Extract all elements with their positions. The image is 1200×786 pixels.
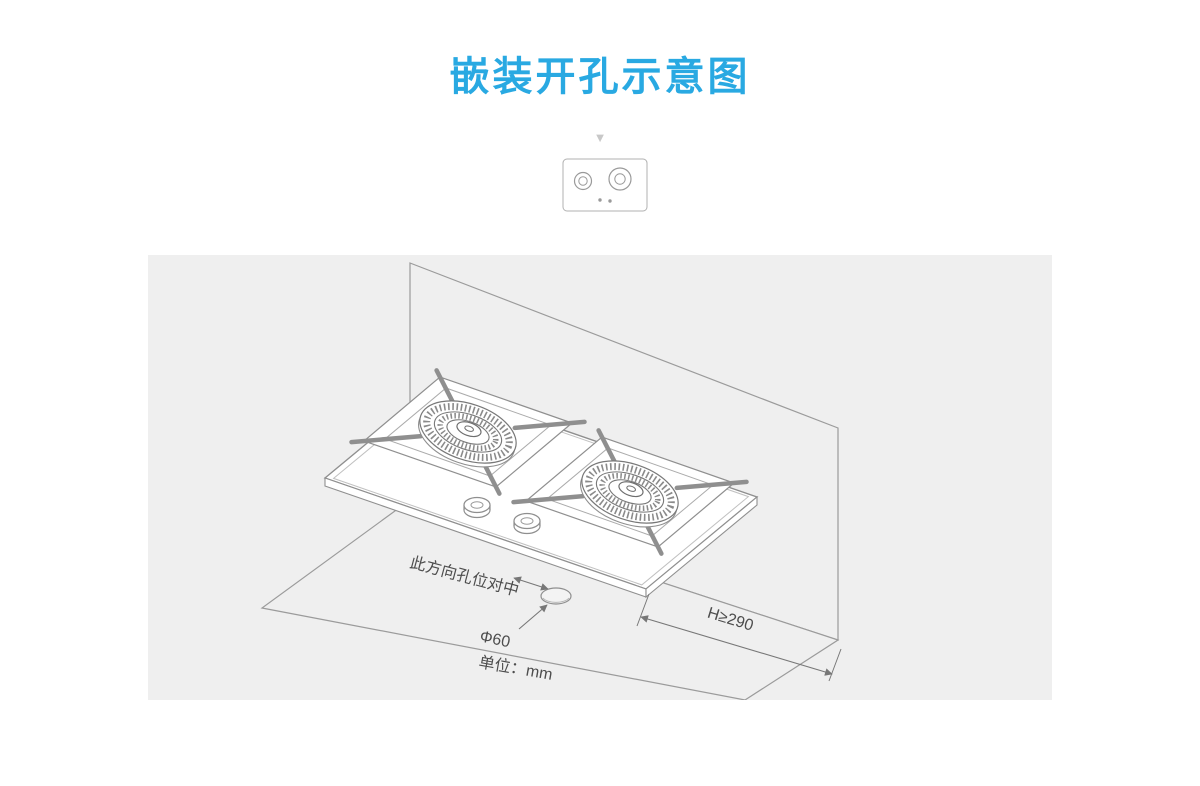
knob-left	[463, 496, 491, 519]
left-burner-top-icon	[573, 171, 593, 191]
knob-right	[513, 512, 541, 535]
right-burner-top-icon	[608, 167, 632, 191]
page-title: 嵌装开孔示意图	[449, 55, 751, 99]
hole-leader-line	[518, 604, 548, 630]
installation-diagram: 此方向孔位对中 Φ60 单位：mm H≥290	[260, 262, 842, 700]
product-top-view	[562, 158, 648, 212]
cooktop	[323, 370, 759, 599]
hole-diameter-label: Φ60	[478, 628, 512, 651]
down-arrow-icon: ▼	[593, 130, 607, 145]
cutout-hole	[540, 587, 572, 605]
dimension-line	[640, 615, 833, 676]
glass-edge-front-right	[645, 495, 758, 599]
centering-arrow	[513, 576, 549, 591]
diagram-panel: 此方向孔位对中 Φ60 单位：mm H≥290	[148, 255, 1052, 700]
knob-dots-icon	[598, 198, 612, 203]
extension-tick-stove	[636, 593, 650, 627]
extension-tick-wall	[828, 648, 842, 682]
